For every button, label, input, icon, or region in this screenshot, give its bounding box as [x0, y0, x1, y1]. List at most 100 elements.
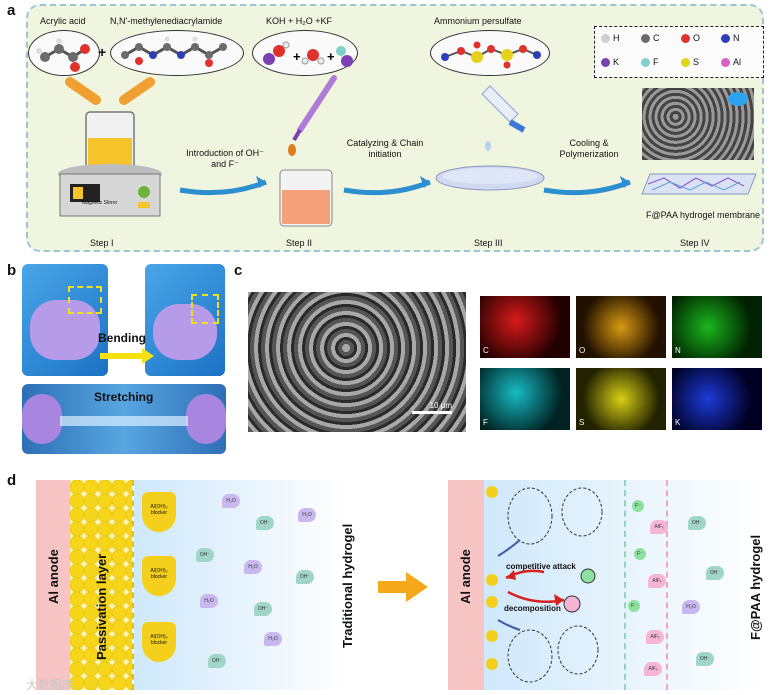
plus-sign: + — [98, 44, 107, 60]
molecule-acrylic-acid — [28, 30, 100, 76]
panel-label-a: a — [7, 2, 16, 19]
element-legend: H C O N K F S Al — [594, 26, 764, 78]
left-anode-label: Al anode — [46, 549, 61, 604]
ion-oh: OH⁻ — [688, 516, 706, 530]
ion-oh: OH⁻ — [296, 570, 314, 584]
membrane-label: F@PAA hydrogel membrane — [646, 210, 761, 220]
panel-label-c: c — [234, 262, 243, 279]
ion-h2o: H₂O — [244, 560, 262, 574]
arrow-step2-to-3 — [343, 176, 431, 196]
arrow-step3-to-4 — [543, 176, 631, 196]
ion-alf: AlFₓ — [644, 662, 662, 676]
ion-f: F⁻ — [628, 600, 640, 612]
legend-label-h: H — [613, 33, 620, 43]
molecule-mba — [110, 30, 244, 76]
stretched-film — [60, 416, 188, 426]
svg-text:+: + — [293, 49, 301, 64]
legend-dot-o — [681, 34, 690, 44]
passivation-layer — [70, 480, 132, 690]
photo-bending-after — [145, 264, 225, 376]
legend-label-al: Al — [733, 57, 742, 67]
step-4-label: Step IV — [680, 238, 710, 248]
scale-bar — [412, 411, 452, 414]
left-al-anode — [36, 480, 70, 690]
arrow2-label: Catalyzing & Chain initiation — [346, 138, 424, 159]
decomposition-label: decomposition — [504, 604, 561, 613]
eds-label-c: C — [483, 346, 489, 355]
legend-dot-al — [721, 58, 730, 68]
photo-bending-before — [22, 264, 108, 376]
ion-alf: AlFₓ — [648, 574, 666, 588]
ion-oh: OH⁻ — [254, 602, 272, 616]
eds-map-c: C — [480, 296, 570, 358]
eds-map-f: F — [480, 368, 570, 430]
reagent-mba: N,N'-methylenediacrylamide — [110, 16, 223, 26]
step1-stirrer-illustration — [58, 77, 162, 217]
eds-label-f: F — [483, 418, 488, 427]
reagent-acrylic-acid: Acrylic acid — [40, 16, 86, 26]
ion-alf: AlFₓ — [650, 520, 668, 534]
stretching-label: Stretching — [94, 390, 154, 404]
step-1-label: Step I — [90, 238, 114, 248]
right-hydrogel-label: F@PAA hydrogel — [748, 534, 763, 640]
arrow1-label: Introduction of OH⁻ and F⁻ — [186, 148, 264, 169]
ion-oh: OH⁻ — [208, 654, 226, 668]
legend-item-s: S — [681, 57, 700, 68]
reagent-koh-h2o-kf: KOH + H₂O +KF — [266, 16, 333, 26]
ion-oh: OH⁻ — [706, 566, 724, 580]
step2-beaker-illustration — [279, 75, 337, 227]
legend-item-o: O — [681, 33, 700, 44]
arrow-step1-to-2 — [179, 176, 267, 196]
glove-hand — [30, 300, 100, 360]
ion-h2o: H₂O — [200, 594, 218, 608]
watermark: 大数据库 — [26, 678, 75, 692]
step4-membrane-photo — [728, 92, 748, 106]
step3-dish-illustration — [435, 85, 545, 191]
ion-alf: AlFₓ — [646, 630, 664, 644]
legend-dot-h — [601, 34, 610, 44]
legend-item-h: H — [601, 33, 620, 44]
legend-label-s: S — [693, 57, 700, 67]
bending-arrow — [100, 348, 154, 364]
legend-label-c: C — [653, 33, 660, 43]
right-mechanism-graphics — [486, 486, 603, 683]
passivation-boundary — [132, 480, 136, 690]
glove-hand-2 — [153, 304, 217, 360]
right-al-anode — [448, 480, 484, 690]
eds-label-s: S — [579, 418, 585, 427]
legend-dot-k — [601, 58, 610, 68]
ion-h2o: H₂O — [682, 600, 700, 614]
legend-item-k: K — [601, 57, 620, 68]
step4-membrane-illustration — [641, 173, 757, 195]
panel-label-b: b — [7, 262, 17, 279]
glove-left — [22, 394, 62, 444]
comparison-arrow — [378, 572, 428, 602]
ion-f: F⁻ — [632, 500, 644, 512]
stirrer-label: Magnetic Stirrer — [82, 200, 118, 206]
eds-label-o: O — [579, 346, 586, 355]
legend-label-n: N — [733, 33, 740, 43]
hydrogel-divider-2 — [666, 480, 670, 690]
legend-label-k: K — [613, 57, 620, 67]
photo-stretching — [22, 384, 226, 454]
right-anode-label: Al anode — [458, 549, 473, 604]
eds-map-s: S — [576, 368, 666, 430]
legend-dot-n — [721, 34, 730, 44]
left-hydrogel-label: Traditional hydrogel — [340, 523, 355, 648]
svg-text:+: + — [327, 49, 335, 64]
legend-item-al: Al — [721, 57, 742, 68]
aloh3-blocker-1: Al(OH)₃ blocker — [142, 492, 176, 532]
sem-image: 10 μm — [248, 292, 466, 432]
legend-label-f: F — [653, 57, 659, 67]
ion-h2o: H₂O — [298, 508, 316, 522]
legend-item-n: N — [721, 33, 740, 44]
eds-map-n: N — [672, 296, 762, 358]
eds-map-o: O — [576, 296, 666, 358]
eds-map-k: K — [672, 368, 762, 430]
legend-dot-f — [641, 58, 650, 68]
ion-h2o: H₂O — [222, 494, 240, 508]
panel-label-d: d — [7, 472, 17, 489]
arrow3-label: Cooling & Polymerization — [559, 138, 619, 159]
legend-dot-c — [641, 34, 650, 44]
reagent-aps: Ammonium persulfate — [434, 16, 522, 26]
